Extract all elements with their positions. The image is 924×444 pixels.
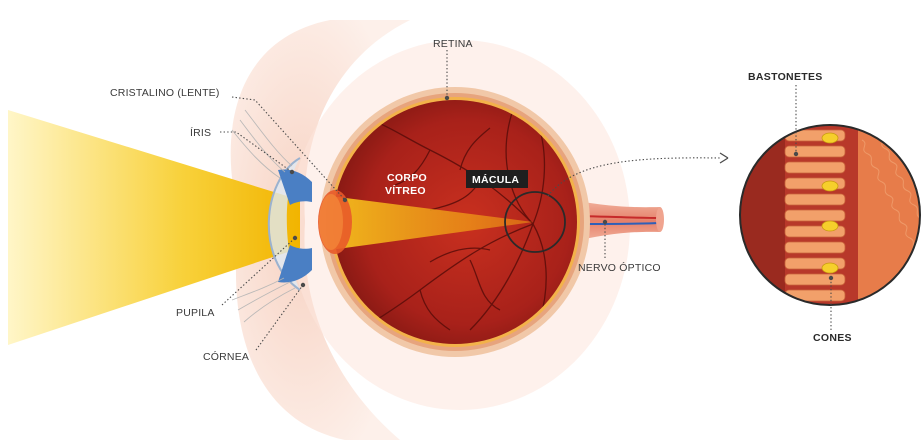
- label-vitreo: VÍTREO: [385, 184, 426, 197]
- label-cornea: CÓRNEA: [203, 350, 249, 363]
- label-corpo: CORPO: [387, 172, 427, 184]
- label-iris: ÍRIS: [190, 126, 211, 139]
- label-bastonetes: BASTONETES: [748, 71, 823, 83]
- label-cristalino: CRISTALINO (LENTE): [110, 87, 220, 99]
- label-nervo-optico: NERVO ÓPTICO: [578, 261, 661, 274]
- label-macula: MÁCULA: [472, 173, 519, 186]
- label-cones: CONES: [813, 332, 852, 344]
- label-pupila: PUPILA: [176, 307, 215, 319]
- label-retina: RETINA: [433, 38, 473, 50]
